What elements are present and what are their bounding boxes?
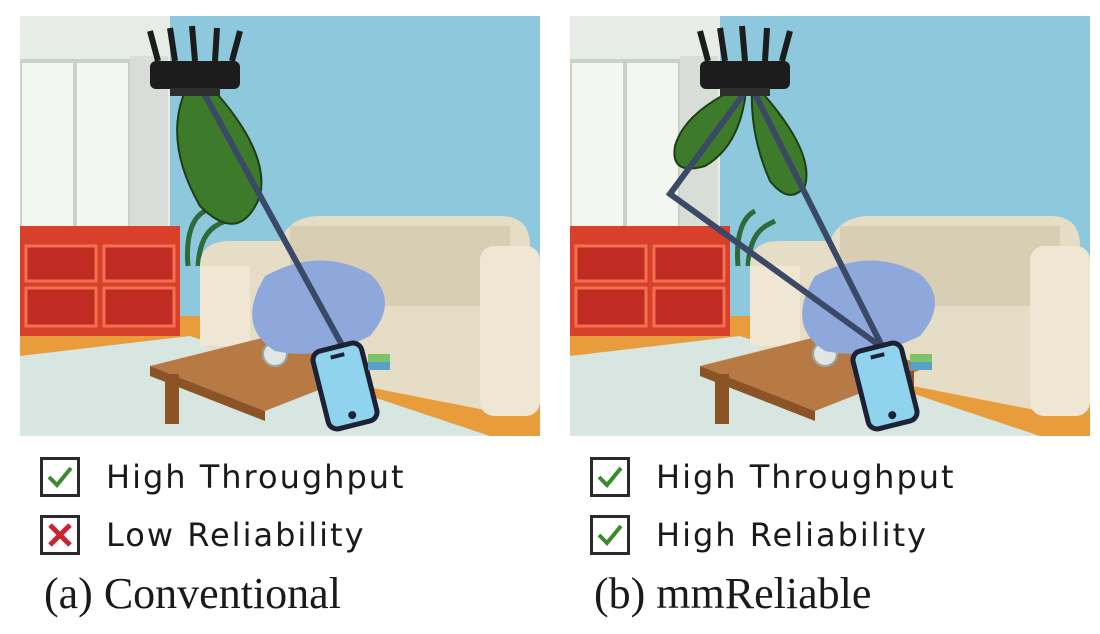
beam-lobe-reflected (673, 84, 748, 170)
checkbox (40, 457, 80, 497)
room-illustration (570, 16, 1090, 436)
panel-caption: (a) Conventional (44, 569, 341, 618)
check-mark-icon (47, 466, 73, 488)
legend-row-reliability: High Reliability (590, 513, 928, 557)
legend-label: High Throughput (656, 458, 956, 496)
smartphone-icon (850, 340, 920, 432)
direct-link-path (197, 84, 351, 358)
check-mark-icon (597, 466, 623, 488)
smartphone-icon (310, 340, 380, 432)
checkbox (40, 515, 80, 555)
legend-label: High Throughput (106, 458, 406, 496)
panel-caption: (b) mmReliable (594, 569, 872, 618)
legend-label: High Reliability (656, 516, 929, 554)
scene-mmreliable (570, 16, 1090, 436)
checkbox (590, 457, 630, 497)
legend-row-throughput: High Throughput (40, 455, 406, 499)
direct-link-path (749, 86, 885, 348)
panel-mmreliable: High Throughput High Reliability (b) mmR… (550, 0, 1090, 634)
x-mark-icon (48, 523, 72, 547)
reflected-link-path (665, 86, 882, 349)
router-icon (147, 25, 243, 96)
beam-lobe (176, 79, 263, 225)
checkbox (590, 515, 630, 555)
legend-row-throughput: High Throughput (590, 455, 956, 499)
scene-conventional (20, 16, 540, 436)
blockage-region (802, 260, 935, 354)
legend-row-reliability: Low Reliability (40, 513, 366, 557)
panel-conventional: High Throughput Low Reliability (a) Conv… (0, 0, 540, 634)
check-mark-icon (597, 524, 623, 546)
room-illustration (20, 16, 540, 436)
legend-label: Low Reliability (106, 516, 366, 554)
router-icon (697, 25, 793, 96)
